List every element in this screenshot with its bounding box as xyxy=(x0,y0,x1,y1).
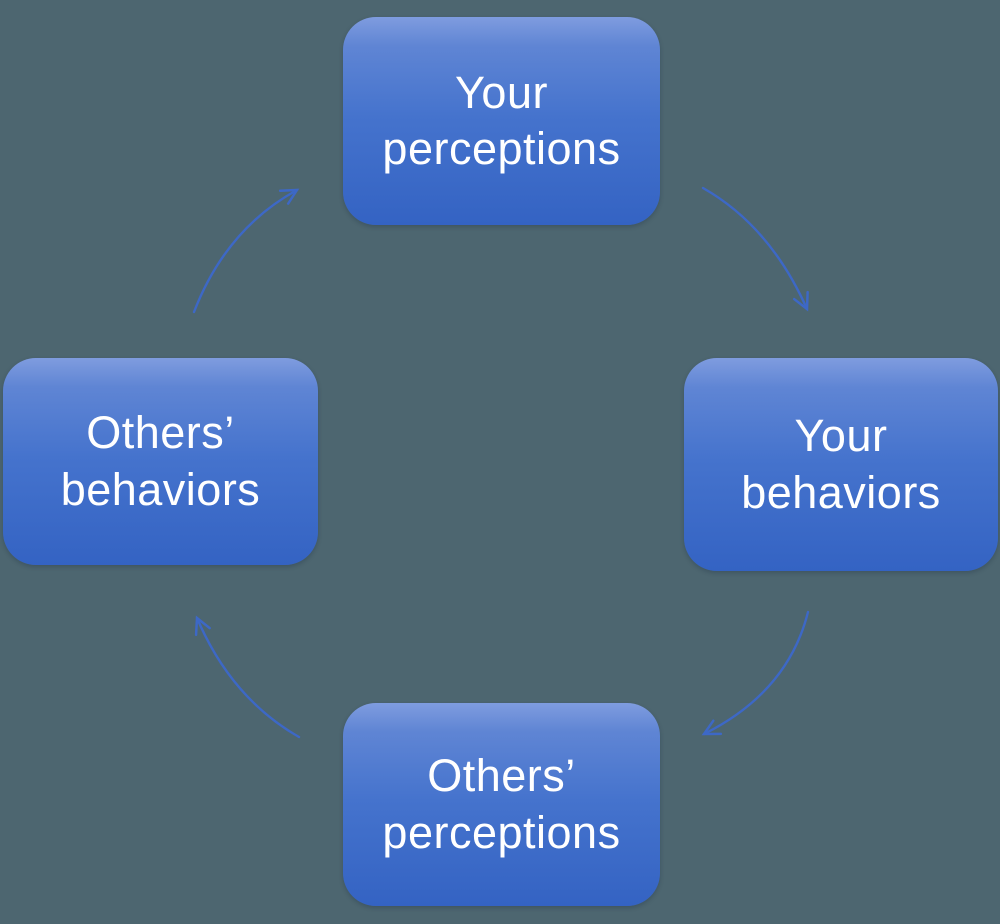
arrow-your-perceptions-to-your-behaviors xyxy=(701,186,809,312)
node-label-line: perceptions xyxy=(382,806,621,858)
node-label-line: Others’ xyxy=(427,750,576,802)
node-label-line: Your xyxy=(794,410,888,462)
node-others-behaviors: Others’ behaviors xyxy=(3,358,318,565)
arrow-your-behaviors-to-others-perceptions xyxy=(701,610,810,736)
node-label-line: Others’ xyxy=(86,407,235,459)
node-label-line: behaviors xyxy=(741,466,941,518)
node-your-perceptions: Your perceptions xyxy=(343,17,660,225)
node-others-perceptions: Others’ perceptions xyxy=(343,703,660,906)
arrow-others-behaviors-to-your-perceptions xyxy=(192,188,300,314)
node-label-line: behaviors xyxy=(60,463,261,515)
node-label-line: perceptions xyxy=(382,123,621,174)
node-label-line: Your xyxy=(455,66,548,118)
node-your-behaviors: Your behaviors xyxy=(684,358,998,571)
arrow-others-perceptions-to-others-behaviors xyxy=(194,615,301,739)
